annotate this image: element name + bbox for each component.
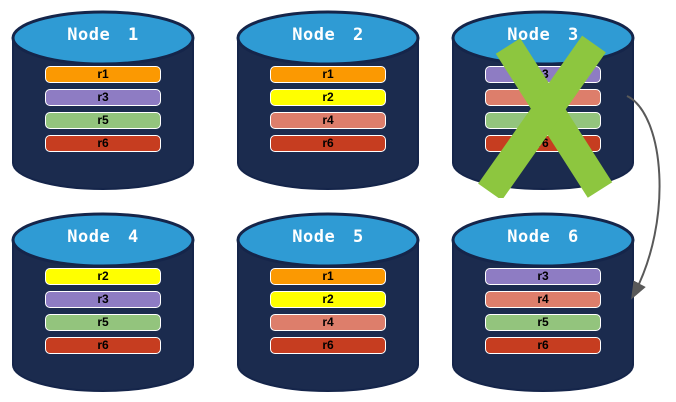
replica-row: r4 — [270, 314, 386, 331]
replica-row: r5 — [45, 314, 161, 331]
replica-row: r2 — [270, 291, 386, 308]
replica-label: r5 — [97, 113, 109, 127]
node-title: Node 6 — [507, 227, 579, 247]
replica-row: r3 — [485, 268, 601, 285]
replica-label: r1 — [322, 269, 334, 283]
replica-row: r1 — [270, 66, 386, 83]
replica-label: r6 — [537, 136, 549, 150]
node-5: Node 5 r1 r2 r4 r6 — [235, 208, 421, 400]
node-title: Node 4 — [67, 227, 139, 247]
replica-row: r1 — [45, 66, 161, 83]
replica-label: r4 — [322, 315, 334, 329]
replica-label: r6 — [322, 338, 334, 352]
replica-label: r4 — [537, 90, 549, 104]
replica-row: r6 — [270, 135, 386, 152]
replica-row: r6 — [45, 337, 161, 354]
node-title: Node 2 — [292, 25, 364, 45]
replica-row: r5 — [485, 112, 601, 129]
replica-label: r2 — [322, 292, 334, 306]
replica-row: r2 — [45, 268, 161, 285]
replica-label: r2 — [322, 90, 334, 104]
replica-label: r4 — [322, 113, 334, 127]
node-title: Node 3 — [507, 25, 579, 45]
replica-row: r6 — [485, 337, 601, 354]
replica-label: r6 — [97, 338, 109, 352]
replica-row: r3 — [45, 291, 161, 308]
replica-label: r3 — [97, 90, 109, 104]
replica-label: r3 — [537, 67, 549, 81]
replica-row: r2 — [270, 89, 386, 106]
replica-row: r6 — [45, 135, 161, 152]
replica-label: r3 — [537, 269, 549, 283]
replica-row: r4 — [270, 112, 386, 129]
node-title: Node 1 — [67, 25, 139, 45]
replica-label: r2 — [97, 269, 109, 283]
replica-row: r4 — [485, 89, 601, 106]
replica-row: r3 — [485, 66, 601, 83]
replica-row: r4 — [485, 291, 601, 308]
replica-row: r1 — [270, 268, 386, 285]
replica-row: r6 — [270, 337, 386, 354]
node-3: Node 3 r3 r4 r5 r6 — [450, 6, 636, 198]
replica-label: r3 — [97, 292, 109, 306]
node-1: Node 1 r1 r3 r5 r6 — [10, 6, 196, 198]
replica-label: r1 — [322, 67, 334, 81]
replica-row: r5 — [485, 314, 601, 331]
replica-label: r4 — [537, 292, 549, 306]
replica-label: r6 — [537, 338, 549, 352]
replica-label: r6 — [97, 136, 109, 150]
node-title: Node 5 — [292, 227, 364, 247]
replica-row: r6 — [485, 135, 601, 152]
replica-label: r6 — [322, 136, 334, 150]
replica-row: r3 — [45, 89, 161, 106]
replica-label: r1 — [97, 67, 109, 81]
node-6: Node 6 r3 r4 r5 r6 — [450, 208, 636, 400]
replica-row: r5 — [45, 112, 161, 129]
node-4: Node 4 r2 r3 r5 r6 — [10, 208, 196, 400]
node-2: Node 2 r1 r2 r4 r6 — [235, 6, 421, 198]
replica-label: r5 — [537, 113, 549, 127]
replica-label: r5 — [537, 315, 549, 329]
replica-label: r5 — [97, 315, 109, 329]
